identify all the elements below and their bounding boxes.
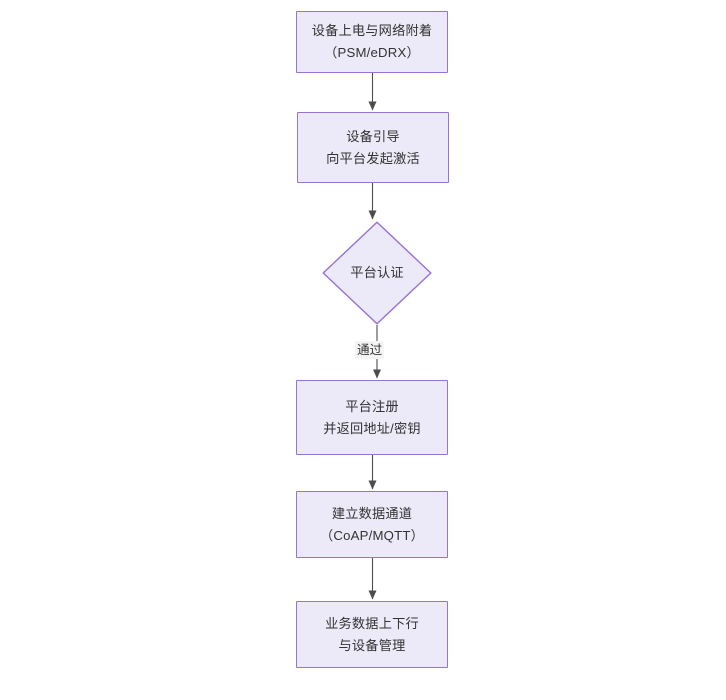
node-label-business-data: 业务数据上下行 与设备管理 <box>325 615 419 653</box>
node-platform-auth[interactable]: 平台认证 <box>322 221 432 325</box>
node-label-platform-auth: 平台认证 <box>350 265 404 280</box>
node-label-platform-register: 平台注册 并返回地址/密钥 <box>323 398 421 436</box>
node-label-data-channel: 建立数据通道 （CoAP/MQTT） <box>319 505 425 543</box>
node-platform-register[interactable]: 平台注册 并返回地址/密钥 <box>296 380 448 455</box>
node-business-data[interactable]: 业务数据上下行 与设备管理 <box>296 601 448 668</box>
node-label-device-bootstrap: 设备引导 向平台发起激活 <box>326 128 420 166</box>
edge-label-pass: 通过 <box>355 341 385 359</box>
node-device-bootstrap[interactable]: 设备引导 向平台发起激活 <box>297 112 449 183</box>
node-label-device-power-on: 设备上电与网络附着 （PSM/eDRX） <box>311 23 433 60</box>
node-data-channel[interactable]: 建立数据通道 （CoAP/MQTT） <box>296 491 448 558</box>
diamond-shape-icon <box>322 221 432 325</box>
node-device-power-on[interactable]: 设备上电与网络附着 （PSM/eDRX） <box>296 11 448 73</box>
